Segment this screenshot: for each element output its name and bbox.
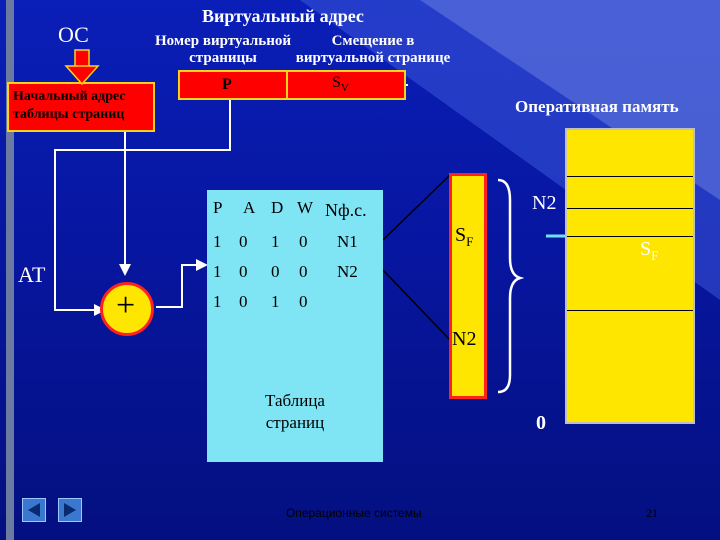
row3-p: 1 [213, 292, 222, 311]
row-n2-line [382, 269, 451, 341]
sv-field-label: SV [332, 74, 349, 95]
row1-d: 1 [271, 232, 280, 251]
row1-frame: N1 [337, 232, 358, 251]
table-header-frame: Nф.с. [325, 200, 367, 220]
offset-field: SV [286, 70, 406, 100]
page-number: 21 [646, 506, 658, 520]
os-label: ОС [58, 22, 89, 47]
row1-w: 0 [299, 232, 308, 251]
p-field-label: P [222, 76, 232, 93]
virtual-address-title: Виртуальный адрес [202, 6, 364, 26]
next-slide-button[interactable] [58, 498, 82, 522]
row2-p: 1 [213, 262, 222, 281]
left-accent-bar [6, 0, 14, 540]
offset-label: Смещение в виртуальной странице [295, 33, 451, 66]
row3-a: 0 [239, 292, 248, 311]
virtual-segment-column: SF [449, 173, 487, 399]
p-to-adder-line [54, 100, 231, 311]
row1-p: 1 [213, 232, 222, 251]
row-n1-line [382, 174, 451, 241]
page-table: P A D W Nф.с. 1 0 1 0 N1 1 0 0 0 N2 1 0 … [207, 190, 383, 462]
row3-d: 1 [271, 292, 280, 311]
at-label: АТ [18, 262, 46, 287]
row1-a: 0 [239, 232, 248, 251]
adder-to-table-line [156, 264, 200, 308]
row2-d: 0 [271, 262, 280, 281]
table-caption: Таблица страниц [265, 391, 325, 432]
n2-top-label: N2 [532, 192, 557, 214]
ram-block [565, 128, 695, 424]
table-header-d: D [271, 198, 284, 217]
page-base-label: Начальный адрес таблицы страниц [13, 89, 126, 122]
sf-label: SF [455, 224, 474, 249]
page-number-field: P [178, 70, 288, 100]
ram-label: Оперативная память [515, 97, 679, 116]
arrow-left-icon [28, 503, 40, 517]
row2-frame: N2 [337, 262, 358, 281]
page-table-base-box: Начальный адрес таблицы страниц [7, 82, 155, 132]
footer-text: Операционные системы [286, 506, 422, 520]
plus-sign: + [116, 287, 136, 324]
row2-a: 0 [239, 262, 248, 281]
memory-brace [497, 178, 525, 394]
sf-right-label: SF [640, 238, 659, 263]
table-header-w: W [297, 198, 314, 217]
adder-circle: + [100, 282, 154, 336]
arrow-right-icon [64, 503, 76, 517]
table-header-a: A [243, 198, 256, 217]
page-number-label: Номер виртуальной страницы [155, 33, 291, 66]
zero-label: 0 [536, 412, 546, 434]
os-arrow-head [64, 65, 100, 86]
n2-middle-label: N2 [452, 328, 477, 350]
prev-slide-button[interactable] [22, 498, 46, 522]
row2-w: 0 [299, 262, 308, 281]
table-header-p: P [213, 198, 223, 217]
row3-w: 0 [299, 292, 308, 311]
